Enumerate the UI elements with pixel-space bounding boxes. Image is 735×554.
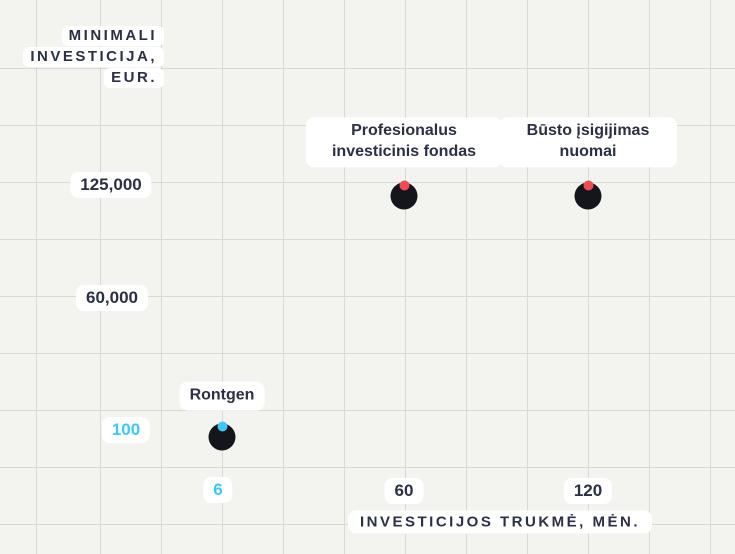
x-tick-6: 6 (203, 477, 233, 503)
point-label-rontgen: Rontgen (179, 381, 265, 411)
y-axis-title: MINIMALI INVESTICIJA, EUR. (0, 26, 164, 89)
y-tick-125000: 125,000 (70, 172, 152, 198)
data-point-rontgen[interactable] (208, 421, 236, 451)
y-tick-60000: 60,000 (76, 285, 148, 311)
data-point-profesionalus-fondas[interactable] (390, 180, 418, 210)
point-label-busto-isigijimas: Būsto įsigijimas nuomai (499, 117, 677, 167)
y-tick-100: 100 (101, 417, 151, 443)
x-tick-120: 120 (563, 478, 613, 504)
y-axis-title-line-2: INVESTICIJA, (23, 47, 164, 67)
x-tick-60: 60 (384, 478, 424, 504)
y-axis-title-line-3: EUR. (104, 68, 164, 88)
data-point-busto-isigijimas[interactable] (574, 180, 602, 210)
marker-dot-red (583, 180, 593, 191)
marker-dot-red (399, 180, 409, 191)
point-label-profesionalus-fondas: Profesionalus investicinis fondas (306, 117, 502, 167)
y-axis-title-line-1: MINIMALI (61, 26, 164, 46)
marker-dot-cyan (217, 421, 227, 432)
x-axis-title: INVESTICIJOS TRUKMĖ, MĖN. (347, 510, 653, 534)
